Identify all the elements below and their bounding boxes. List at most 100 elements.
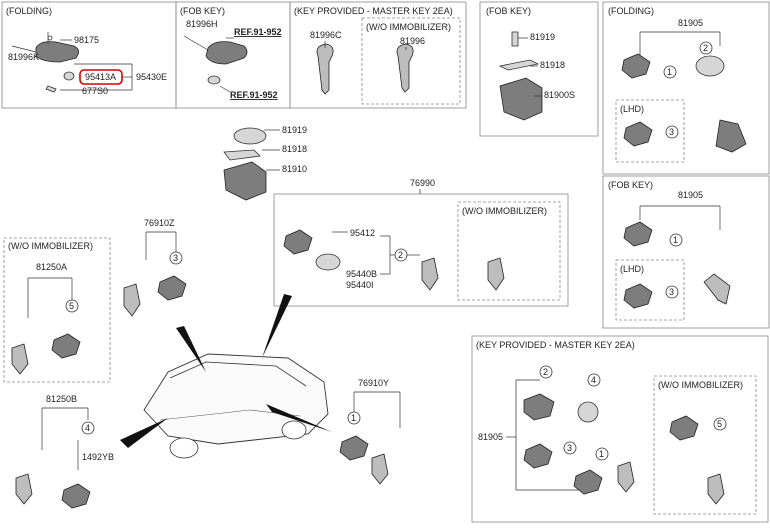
lock-76910Z	[157, 275, 187, 301]
label-81996H: 81996H	[186, 19, 218, 29]
label-95430E: 95430E	[136, 72, 167, 82]
door-lock-76990	[283, 229, 313, 255]
label-81910: 81910	[282, 164, 307, 174]
label-76910Y: 76910Y	[358, 378, 389, 388]
callout-kp-1: 1	[595, 447, 609, 461]
ignition-switch-81900S-drawing	[498, 31, 543, 121]
folding-top-title: (FOLDING)	[6, 6, 52, 16]
keys-81250B	[15, 473, 33, 505]
key-provided-top-box	[289, 1, 467, 109]
label-81905-a: 81905	[678, 18, 703, 28]
svg-text:1: 1	[673, 235, 678, 245]
pointer-ignition	[262, 294, 292, 358]
callout-folding-1: 1	[663, 65, 677, 79]
callout-kp-wo-5: 5	[713, 417, 727, 431]
lock-kp-4	[577, 401, 599, 423]
fob-key-mid-box	[479, 1, 599, 137]
box-76990	[273, 193, 569, 307]
lhd-fob-title: (LHD)	[620, 264, 644, 274]
fob-key-right-title: (FOB KEY)	[608, 180, 653, 190]
lock-cylinder-fob-lhd-3	[623, 283, 653, 309]
callout-76910Y-1: 1	[347, 411, 361, 425]
lock-cylinder-folding-1	[621, 53, 651, 79]
label-81919-a: 81919	[530, 32, 555, 42]
svg-text:3: 3	[669, 127, 674, 137]
lock-cylinder-fob-1	[623, 221, 653, 247]
lhd-fob-box	[615, 259, 685, 321]
master-key-drawing	[316, 43, 414, 95]
svg-text:1: 1	[667, 67, 672, 77]
callout-fob-lhd-3: 3	[665, 285, 679, 299]
svg-text:3: 3	[173, 253, 178, 263]
callout-76910Z-3: 3	[169, 251, 183, 265]
folding-fob-key	[715, 119, 747, 153]
lock-kp-2	[523, 393, 555, 421]
wo-immob-left-title: (W/O IMMOBILIZER)	[8, 241, 93, 251]
lock-81250A	[51, 333, 81, 359]
ref-91-952-b[interactable]: REF.91-952	[230, 90, 278, 100]
fob-key-drawing	[183, 35, 248, 85]
label-76910Z: 76910Z	[144, 218, 175, 228]
lock-kp-wo-5	[669, 415, 699, 441]
keys-kp	[617, 461, 635, 493]
label-98175: 98175	[74, 35, 99, 45]
label-81900S: 81900S	[544, 90, 575, 100]
callout-folding-lhd-3: 3	[665, 125, 679, 139]
keys-76990	[421, 257, 439, 291]
label-81905-b: 81905	[678, 190, 703, 200]
callout-kp-4: 4	[587, 373, 601, 387]
callout-fob-1: 1	[669, 233, 683, 247]
wo-immob-76990-title: (W/O IMMOBILIZER)	[462, 206, 547, 216]
svg-text:4: 4	[591, 375, 596, 385]
callout-76990-2: 2	[394, 248, 408, 262]
wo-immob-76990-box	[457, 201, 561, 301]
pointer-tailgate	[120, 418, 168, 448]
pointer-door	[266, 404, 332, 432]
key-provided-bottom-title: (KEY PROVIDED - MASTER KEY 2EA)	[476, 340, 635, 350]
fob-keys-pair	[703, 273, 731, 305]
wo-immob-bottom-title: (W/O IMMOBILIZER)	[658, 380, 743, 390]
label-81918-b: 81918	[282, 144, 307, 154]
svg-text:1: 1	[351, 413, 356, 423]
label-1492YB: 1492YB	[82, 452, 114, 462]
label-81250A: 81250A	[36, 262, 67, 272]
folding-key-drawing	[11, 32, 79, 93]
keys-81250A	[11, 343, 29, 375]
label-95440I: 95440I	[346, 280, 374, 290]
callout-81250A-5: 5	[65, 299, 79, 313]
folding-right-box	[602, 1, 770, 175]
callout-81250B-4: 4	[81, 421, 95, 435]
label-81918-a: 81918	[540, 60, 565, 70]
cylinder-95440	[315, 253, 341, 271]
keys-76910Y	[371, 453, 389, 485]
keys-76990-wo	[487, 257, 505, 291]
label-81905-c: 81905	[478, 432, 503, 442]
fob-key-mid-title: (FOB KEY)	[486, 6, 531, 16]
wo-immob-top-title: (W/O IMMOBILIZER)	[366, 22, 451, 32]
wo-immob-top-box	[361, 17, 461, 105]
lock-cylinder-lhd-3	[623, 121, 653, 147]
label-81996C: 81996C	[310, 30, 342, 40]
ignition-ring-folding-2	[695, 55, 725, 77]
fob-key-top-title: (FOB KEY)	[180, 6, 225, 16]
lock-81250B	[61, 483, 91, 509]
label-81919-b: 81919	[282, 125, 307, 135]
label-95413A[interactable]: 95413A	[85, 72, 116, 82]
vehicle-illustration	[120, 294, 332, 459]
svg-text:3: 3	[567, 443, 572, 453]
svg-text:2: 2	[398, 250, 403, 260]
key-provided-top-title: (KEY PROVIDED - MASTER KEY 2EA)	[294, 6, 453, 16]
ref-91-952-a[interactable]: REF.91-952	[234, 27, 282, 37]
label-95440B: 95440B	[346, 269, 377, 279]
folding-right-title: (FOLDING)	[608, 6, 654, 16]
svg-text:2: 2	[703, 43, 708, 53]
lock-76910Y	[339, 435, 369, 461]
svg-text:5: 5	[717, 419, 722, 429]
svg-text:2: 2	[543, 367, 548, 377]
wo-immob-bottom-box	[653, 375, 757, 515]
label-81996K: 81996K	[8, 52, 39, 62]
callout-folding-2: 2	[699, 41, 713, 55]
fob-key-right-box	[602, 175, 770, 329]
